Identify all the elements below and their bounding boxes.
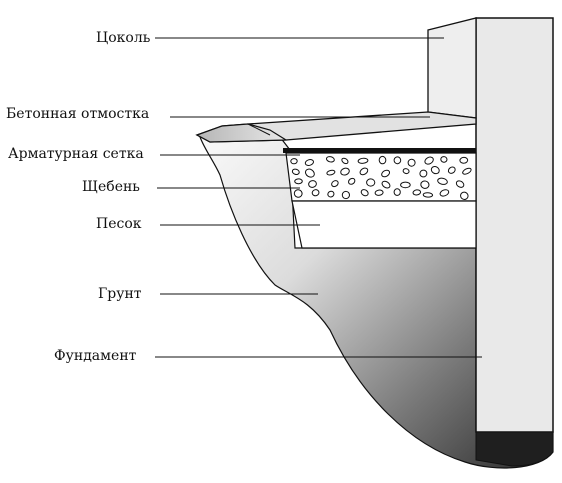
gravel-stone bbox=[381, 180, 391, 189]
blind-area-lip bbox=[195, 123, 289, 143]
gravel-stone bbox=[293, 189, 303, 198]
gravel-stone bbox=[326, 169, 336, 176]
label-gravel: Щебень bbox=[82, 179, 140, 195]
gravel-stone bbox=[360, 189, 369, 197]
plinth-block bbox=[427, 17, 477, 119]
gravel-stone bbox=[374, 189, 384, 196]
gravel-stone bbox=[407, 158, 416, 167]
label-sand: Песок bbox=[96, 216, 142, 232]
foundation-wall bbox=[475, 17, 554, 433]
gravel-stone bbox=[439, 189, 450, 197]
gravel-stone bbox=[294, 178, 303, 185]
gravel-stone bbox=[430, 166, 440, 175]
gravel-stone bbox=[366, 178, 376, 187]
gravel-stone bbox=[341, 190, 350, 200]
gravel-stone bbox=[460, 191, 469, 200]
label-blind-area: Бетонная отмостка bbox=[6, 106, 150, 122]
label-reinforcement-mesh: Арматурная сетка bbox=[8, 146, 144, 162]
gravel-stone bbox=[422, 192, 434, 198]
gravel-stone bbox=[378, 155, 387, 165]
gravel-stone bbox=[325, 156, 335, 163]
sand-layer bbox=[291, 200, 477, 249]
gravel-stone bbox=[381, 169, 391, 178]
gravel-stone bbox=[455, 180, 465, 188]
label-foundation: Фундамент bbox=[54, 348, 137, 364]
gravel-stone bbox=[341, 157, 349, 165]
label-plinth: Цоколь bbox=[96, 30, 151, 46]
gravel-stone bbox=[327, 190, 335, 198]
gravel-stone bbox=[290, 158, 298, 165]
gravel-stone bbox=[400, 181, 411, 189]
gravel-stone bbox=[402, 168, 410, 175]
gravel-stone bbox=[419, 169, 428, 178]
gravel-stone bbox=[412, 189, 422, 196]
gravel-stone bbox=[304, 159, 314, 166]
blind-area-edge bbox=[247, 123, 271, 136]
gravel-stone bbox=[437, 177, 448, 185]
gravel-stone bbox=[291, 168, 300, 176]
gravel-stone bbox=[331, 180, 339, 188]
gravel-stone bbox=[393, 156, 402, 165]
gravel-stone bbox=[304, 168, 315, 178]
gravel-stone bbox=[340, 167, 350, 176]
foundation-base bbox=[475, 431, 554, 467]
gravel-stone bbox=[424, 156, 434, 165]
gravel-stone bbox=[308, 180, 317, 188]
gravel-stone bbox=[348, 177, 356, 185]
gravel-stones bbox=[290, 155, 472, 200]
gravel-stone bbox=[420, 180, 430, 189]
label-soil: Грунт bbox=[98, 286, 142, 302]
reinforcement-mesh bbox=[283, 148, 476, 153]
gravel-stone bbox=[440, 156, 448, 163]
gravel-stone bbox=[393, 188, 401, 196]
gravel-stone bbox=[459, 156, 469, 164]
gravel-stone bbox=[357, 157, 369, 164]
gravel-stone bbox=[311, 189, 320, 197]
gravel-stone bbox=[462, 167, 472, 175]
gravel-stone bbox=[447, 166, 456, 174]
gravel-stone bbox=[359, 167, 369, 176]
